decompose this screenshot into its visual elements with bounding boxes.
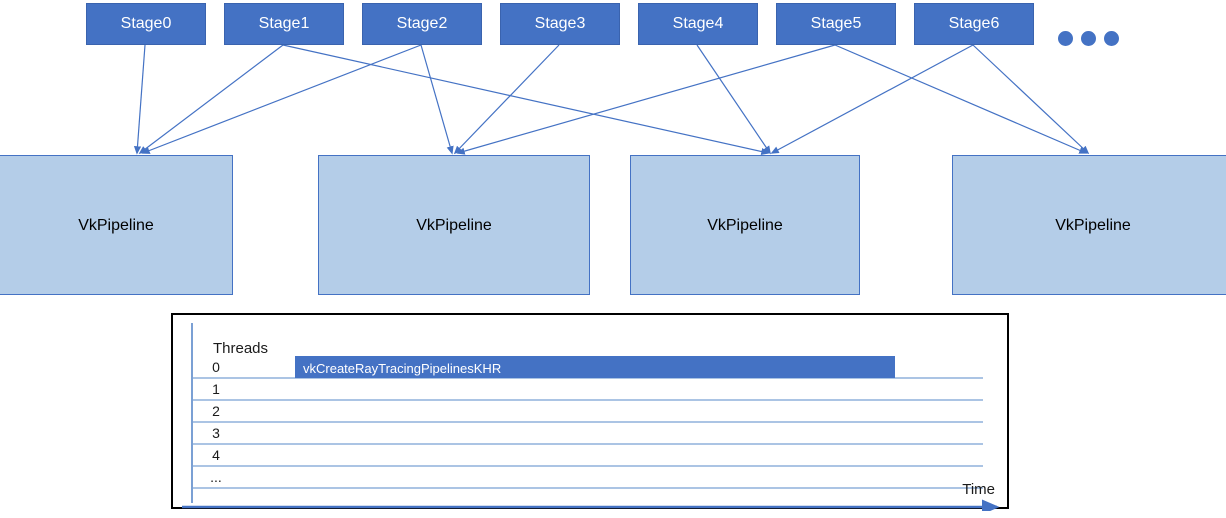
stage-box-1[interactable]: Stage1 (224, 3, 344, 45)
edge-9 (834, 44, 1088, 154)
edge-2 (141, 44, 422, 154)
timeline-bar-0[interactable]: vkCreateRayTracingPipelinesKHR (295, 356, 895, 378)
stage-box-6[interactable]: Stage6 (914, 3, 1034, 45)
thread-row-label-5: ... (210, 469, 222, 485)
edge-3 (420, 44, 454, 155)
stage-box-3[interactable]: Stage3 (500, 3, 620, 45)
thread-row-label-4: 4 (212, 447, 220, 463)
threads-column-title: Threads (213, 340, 269, 357)
edge-7 (696, 44, 771, 155)
edge-6 (282, 44, 770, 156)
pipeline-box-3[interactable]: VkPipeline (952, 155, 1226, 295)
edge-10 (972, 44, 1090, 155)
ellipsis-dots-icon (1058, 31, 1127, 51)
dot-2-icon (1081, 31, 1096, 46)
dot-3-icon (1104, 31, 1119, 46)
dot-1-icon (1058, 31, 1073, 46)
edge-8 (770, 44, 974, 154)
edge-1 (138, 44, 284, 155)
pipeline-box-0[interactable]: VkPipeline (0, 155, 233, 295)
pipeline-box-label: VkPipeline (1055, 217, 1131, 234)
pipeline-box-label: VkPipeline (78, 217, 154, 234)
edge-5 (456, 44, 836, 155)
thread-row-label-0: 0 (212, 359, 220, 375)
edge-4 (453, 44, 560, 155)
stage-box-5[interactable]: Stage5 (776, 3, 896, 45)
stage-box-0[interactable]: Stage0 (86, 3, 206, 45)
stage-box-4[interactable]: Stage4 (638, 3, 758, 45)
thread-row-label-1: 1 (212, 381, 220, 397)
edge-0 (133, 44, 146, 155)
thread-row-label-2: 2 (212, 403, 220, 419)
stage-box-2[interactable]: Stage2 (362, 3, 482, 45)
thread-row-separators (192, 377, 983, 489)
pipeline-box-2[interactable]: VkPipeline (630, 155, 860, 295)
pipeline-box-1[interactable]: VkPipeline (318, 155, 590, 295)
timeline-grid (182, 323, 1000, 511)
stage-to-pipeline-edges (133, 44, 1090, 156)
thread-row-label-3: 3 (212, 425, 220, 441)
pipeline-box-label: VkPipeline (416, 217, 492, 234)
pipeline-box-label: VkPipeline (707, 217, 783, 234)
timeline-panel: Threads 0 vkCreateRayTracingPipelinesKHR 1… (171, 313, 1009, 511)
time-axis-label: Time (962, 481, 995, 498)
